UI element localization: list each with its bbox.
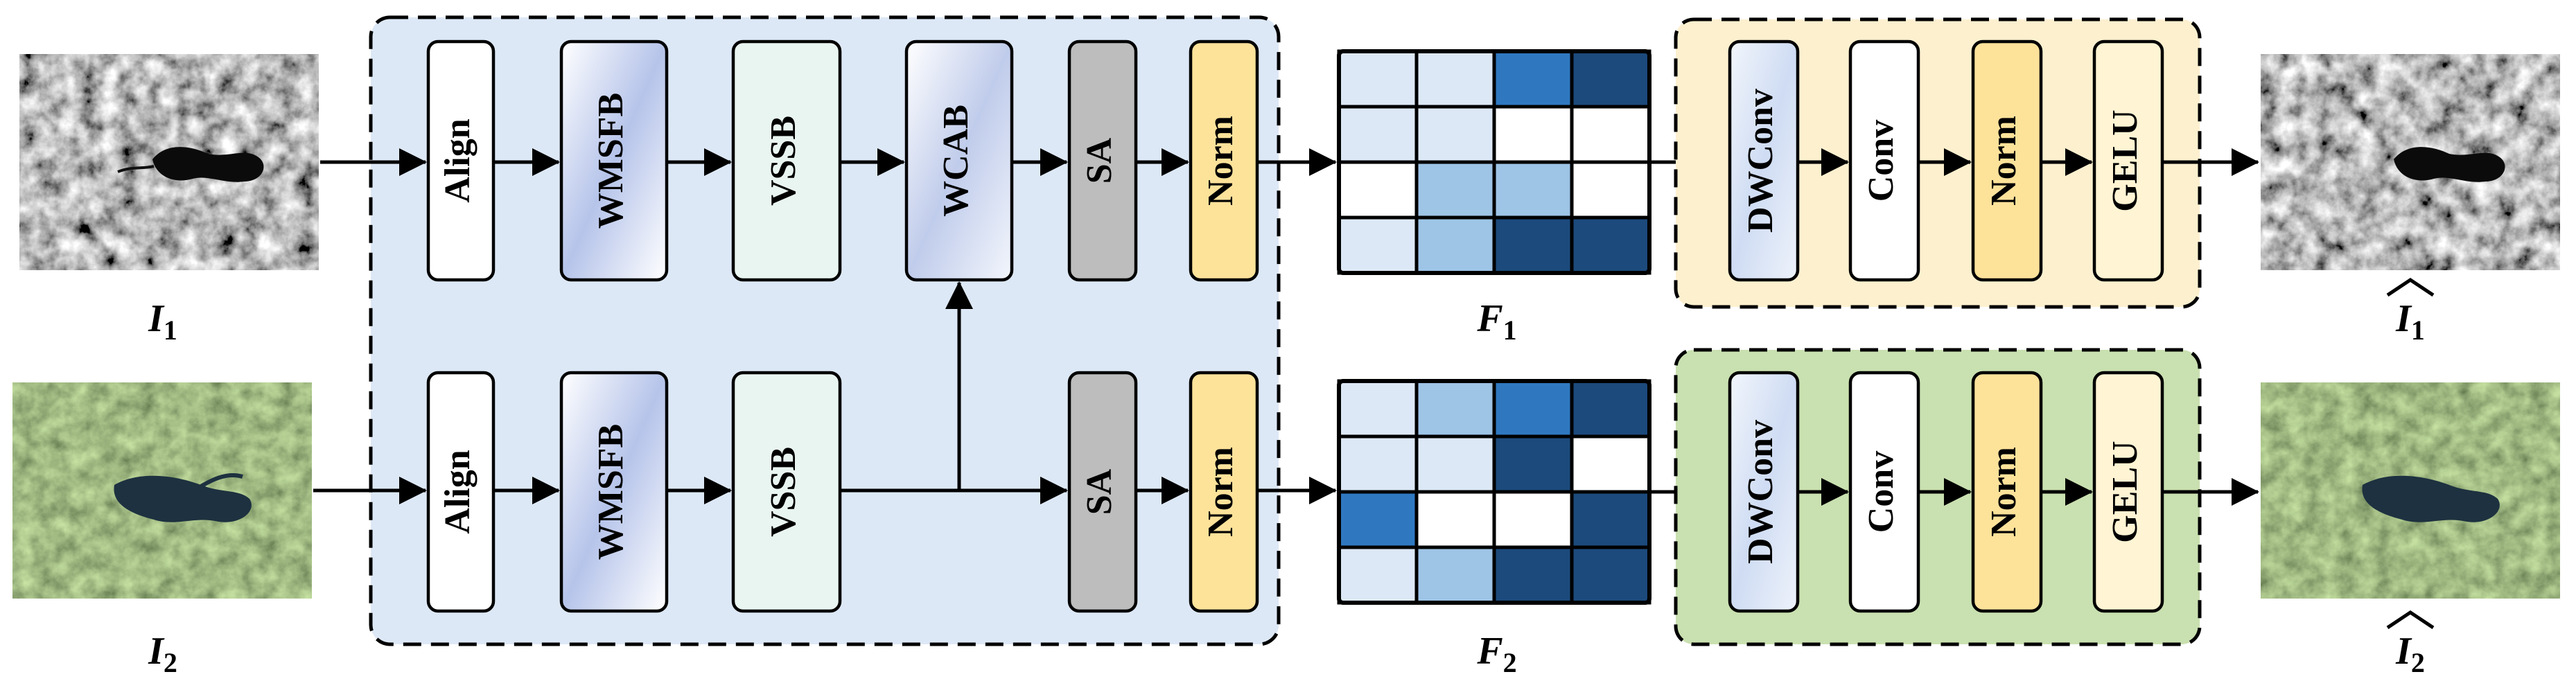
grid-cell	[1492, 160, 1574, 220]
grid-cell	[1414, 105, 1496, 164]
grid-cell	[1570, 105, 1651, 164]
svg-text:Align: Align	[438, 450, 477, 533]
output-label-1: I1	[2386, 277, 2435, 346]
block-norm-bottom: Norm	[1189, 371, 1259, 613]
feature-label-1: F1	[1476, 297, 1516, 346]
block-norm-top: Norm	[1189, 39, 1259, 282]
block-vssb-bottom: VSSB	[731, 371, 842, 613]
grid-cell	[1337, 105, 1419, 164]
svg-text:VSSB: VSSB	[764, 116, 803, 206]
svg-text:Conv: Conv	[1861, 120, 1901, 202]
block-sa-top: SA	[1067, 39, 1138, 282]
svg-text:I1: I1	[2395, 297, 2425, 346]
grid-cell	[1337, 490, 1419, 549]
grid-cell	[1337, 215, 1419, 275]
svg-text:I2: I2	[2395, 630, 2425, 678]
input-label-2: I2	[148, 630, 177, 678]
grid-cell	[1570, 49, 1651, 109]
block-wmsfb-bottom: WMSFB	[559, 371, 669, 613]
grid-cell	[1492, 490, 1574, 549]
svg-text:DWConv: DWConv	[1741, 89, 1780, 233]
output-image-1	[2261, 54, 2560, 270]
svg-text:Norm: Norm	[1984, 447, 2024, 537]
block-conv-bottom: Conv	[1848, 371, 1920, 613]
svg-text:SA: SA	[1080, 468, 1119, 515]
feature-grid-f1	[1337, 49, 1651, 275]
svg-text:DWConv: DWConv	[1741, 420, 1780, 564]
input-image-2	[12, 382, 312, 599]
grid-cell	[1570, 490, 1651, 549]
grid-cell	[1414, 379, 1496, 439]
grid-cell	[1337, 49, 1419, 109]
svg-text:GELU: GELU	[2105, 109, 2145, 211]
grid-cell	[1337, 545, 1419, 605]
block-wcab-top: WCAB	[904, 39, 1014, 282]
grid-cell	[1492, 379, 1574, 439]
grid-cell	[1570, 160, 1651, 220]
grid-cell	[1414, 545, 1496, 605]
grid-cell	[1414, 490, 1496, 549]
grid-cell	[1570, 215, 1651, 275]
svg-text:Norm: Norm	[1201, 116, 1241, 206]
grid-cell	[1570, 545, 1651, 605]
grid-cell	[1492, 105, 1574, 164]
svg-text:VSSB: VSSB	[764, 447, 803, 537]
block-vssb-top: VSSB	[731, 39, 842, 282]
grid-cell	[1337, 160, 1419, 220]
grid-cell	[1414, 49, 1496, 109]
block-align-top: Align	[426, 39, 496, 282]
svg-text:WCAB: WCAB	[936, 105, 976, 217]
block-dwconv-top: DWConv	[1728, 39, 1800, 282]
block-dwconv-bottom: DWConv	[1728, 371, 1800, 613]
block-gelu-top: GELU	[2092, 39, 2164, 282]
block-norm-dec-top: Norm	[1971, 39, 2043, 282]
grid-cell	[1492, 434, 1574, 494]
grid-cell	[1337, 379, 1419, 439]
grid-cell	[1492, 215, 1574, 275]
encoder-arrows-bottom	[313, 281, 1337, 504]
grid-cell	[1414, 434, 1496, 494]
block-conv-top: Conv	[1848, 39, 1920, 282]
svg-text:SA: SA	[1080, 137, 1119, 184]
grid-cell	[1337, 434, 1419, 494]
input-image-1	[19, 54, 319, 270]
block-gelu-bottom: GELU	[2092, 371, 2164, 613]
svg-text:WMSFB: WMSFB	[591, 424, 631, 560]
output-label-2: I2	[2386, 610, 2435, 678]
svg-text:GELU: GELU	[2105, 441, 2145, 542]
feature-grid-f2	[1337, 379, 1651, 605]
svg-text:Conv: Conv	[1861, 451, 1901, 533]
block-norm-dec-bottom: Norm	[1971, 371, 2043, 613]
grid-cell	[1570, 379, 1651, 439]
grid-cell	[1570, 434, 1651, 494]
input-label-1: I1	[148, 297, 177, 346]
svg-text:WMSFB: WMSFB	[591, 93, 631, 229]
grid-cell	[1414, 160, 1496, 220]
grid-cell	[1492, 49, 1574, 109]
block-align-bottom: Align	[426, 371, 496, 613]
grid-cell	[1414, 215, 1496, 275]
feature-label-2: F2	[1476, 630, 1516, 678]
output-image-2	[2261, 382, 2560, 599]
grid-cell	[1492, 545, 1574, 605]
svg-text:Align: Align	[438, 118, 477, 202]
block-wmsfb-top: WMSFB	[559, 39, 669, 282]
svg-text:Norm: Norm	[1201, 447, 1241, 537]
block-sa-bottom: SA	[1067, 371, 1138, 613]
decoder-panel-bottom	[1674, 348, 2202, 646]
svg-text:Norm: Norm	[1984, 116, 2024, 206]
